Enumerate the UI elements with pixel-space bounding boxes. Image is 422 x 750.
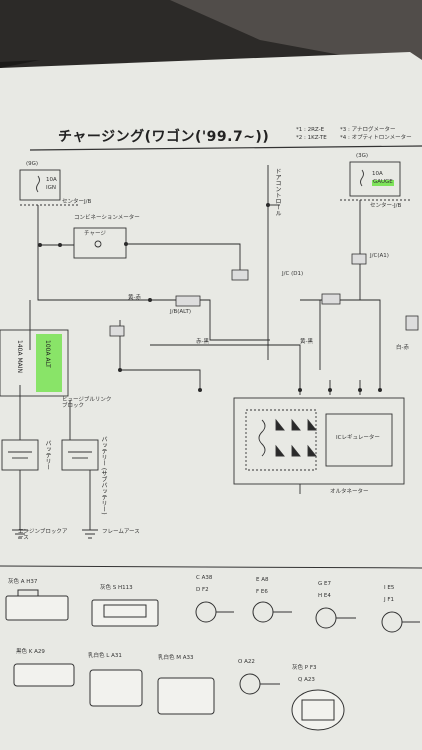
connector-k-label: 黒色 K A29	[16, 649, 45, 655]
fuse-gauge-amps: 10A	[372, 171, 383, 177]
alternator	[233, 397, 405, 494]
paper-shadow	[0, 60, 40, 68]
wire-color-2: 赤-黒	[196, 339, 209, 345]
jb-alt-label: J/B(ALT)	[170, 309, 191, 315]
connector-g-label: G E7	[318, 581, 331, 587]
page-title: チャージング(ワゴン('99.7~))	[58, 129, 270, 145]
alternator-label: オルタネーター	[330, 489, 369, 495]
paper-sheet	[0, 52, 422, 750]
wire-color-4: 白-赤	[396, 345, 409, 351]
connector-h-label: H E4	[318, 593, 331, 599]
connector-i-label: I E5	[384, 585, 395, 591]
fusible-link-label: ヒュージブルリンクブロック	[62, 397, 112, 409]
connector-l-label: 乳白色 L A31	[88, 653, 122, 659]
combination-meter-label: コンビネーションメーター	[74, 215, 140, 221]
fuse-ign-box	[19, 169, 80, 206]
connector-d-label: D F2	[196, 587, 209, 593]
fusible-link-main: 140A MAIN	[16, 340, 23, 374]
engine-note-3: *3 : アナログメーター	[340, 127, 396, 133]
battery-left-label: バッテリー	[44, 440, 51, 470]
charge-lamp-label: チャージ	[84, 231, 106, 237]
ground-engine-block: エンジンブロックアース	[18, 529, 68, 541]
door-control-label: ドアコントロール	[274, 168, 281, 216]
title-underline	[29, 145, 422, 151]
batteries	[1, 439, 99, 471]
connector-m-label: 乳白色 M A33	[158, 655, 194, 661]
desk-surface	[170, 0, 422, 70]
battery-right-label: バッテリー (サブバッテリー)	[100, 436, 107, 515]
ground-frame: フレームアース	[102, 529, 140, 535]
ground-symbols	[12, 529, 98, 539]
fusible-link-block	[0, 329, 69, 397]
engine-note-2: *2 : 1KZ-TE	[296, 135, 327, 141]
connector-p-label: 灰色 P F3	[292, 665, 317, 671]
legend-divider	[0, 565, 422, 569]
connector-s-label: 灰色 S H113	[100, 585, 133, 591]
junction-boxes	[109, 253, 419, 337]
fusible-link-alt: 100A ALT	[44, 340, 51, 368]
center-jb-left-label: センターJ/B	[62, 199, 92, 205]
fuse-ign-name: IGN	[46, 185, 56, 191]
wire-color-3: 黄-黒	[300, 339, 313, 345]
connector-marks	[38, 203, 382, 392]
fuse-ign-ref: (9G)	[26, 161, 39, 167]
engine-note-1: *1 : 2RZ-E	[296, 127, 325, 133]
wire-color-1: 黄-赤	[128, 295, 141, 301]
engine-note-4: *4 : オプティトロンメーター	[340, 135, 412, 141]
connector-q-label: Q A23	[298, 677, 315, 683]
connector-o-label: O A22	[238, 659, 255, 665]
fuse-gauge-ref: (3G)	[356, 153, 369, 159]
connector-a-label: 灰色 A H37	[8, 579, 38, 585]
fuse-gauge-name: GAUGE	[372, 179, 394, 186]
jc-d1-label: J/C (D1)	[282, 271, 304, 277]
connector-shapes	[5, 589, 420, 731]
connector-f-label: F E6	[256, 589, 268, 595]
connector-e-label: E A8	[256, 577, 269, 583]
fuse-gauge-box	[340, 161, 410, 201]
connector-j-label: J F1	[384, 597, 395, 603]
ic-regulator-label: ICレギュレーター	[336, 435, 380, 441]
center-jb-right-label: センター-J/B	[370, 203, 402, 209]
jc-a1-label: J/C(A1)	[370, 253, 389, 259]
fuse-ign-amps: 10A	[46, 177, 57, 183]
connector-c-label: C A38	[196, 575, 213, 581]
